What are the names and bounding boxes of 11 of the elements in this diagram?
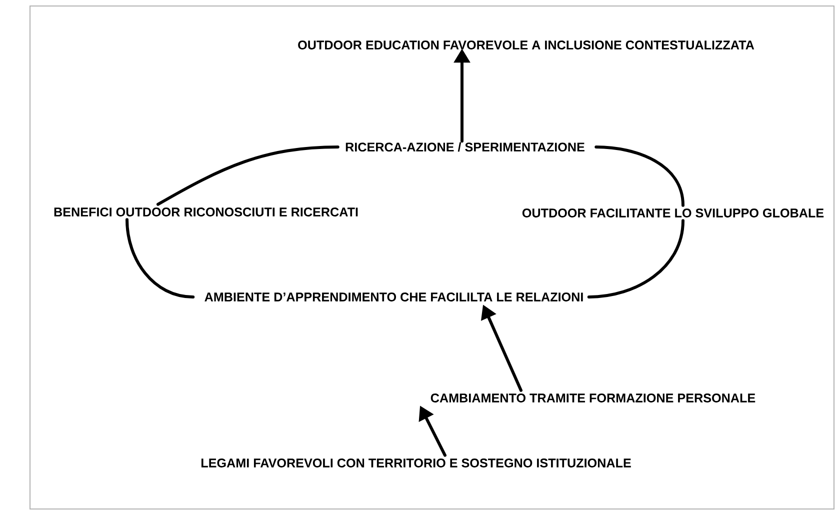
- connector-curve: [126, 218, 195, 298]
- concept-label: CAMBIAMENTO TRAMITE FORMAZIONE PERSONALE: [430, 394, 756, 402]
- concept-label: LEGAMI FAVOREVOLI CON TERRITORIO E SOSTEGNO ISTITUZIONALE: [201, 458, 631, 468]
- concept-label: RICERCA-AZIONE / SPERIMENTAZIONE: [346, 142, 584, 152]
- concept-label: BENEFICI OUTDOOR RICONOSCIUTI E RICERCATI: [54, 208, 358, 216]
- concept-label: OUTDOOR EDUCATION FAVOREVOLE A INCLUSIONE CONTESTUALIZZATA: [298, 40, 754, 50]
- concept-label: OUTDOOR FACILITANTE LO SVILUPPO GLOBALE: [522, 208, 824, 218]
- connector-curve: [156, 146, 340, 206]
- connector-curve: [594, 146, 684, 207]
- connector-curve: [587, 219, 684, 298]
- concept-label: AMBIENTE D’APPRENDIMENTO CHE FACILILTA LE RELAZIONI: [204, 292, 583, 302]
